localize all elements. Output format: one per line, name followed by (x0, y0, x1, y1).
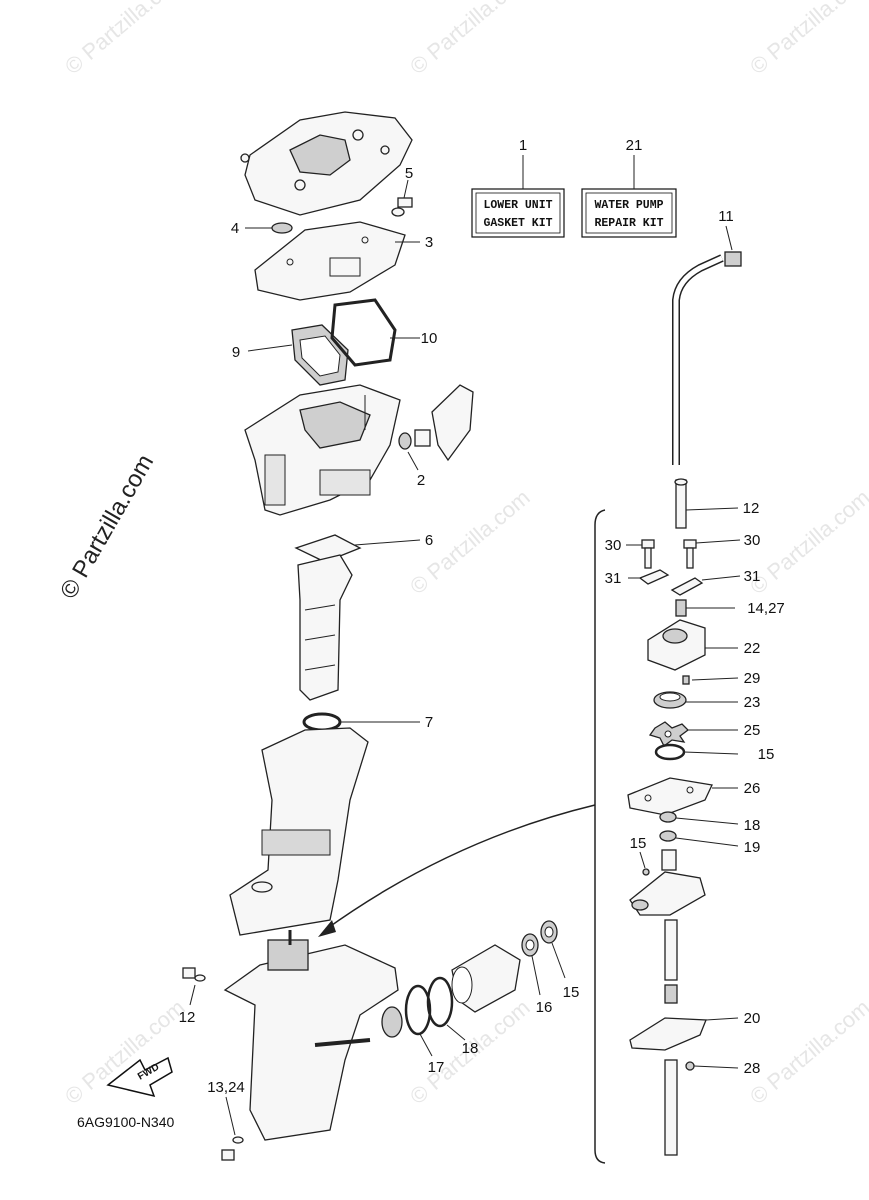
water-tube (672, 254, 724, 465)
part-8-screen[interactable]: 9 (232, 324, 349, 386)
part-12-bolt-upper[interactable]: 12 (179, 967, 206, 1026)
callout-19: 17 (428, 1059, 445, 1076)
callout-23: 23 (744, 694, 761, 711)
callout-31-left: 31 (605, 570, 622, 587)
part-13-24-seal[interactable]: 14,27 (675, 599, 785, 617)
part-18-seal-b[interactable]: 15 (540, 920, 580, 1001)
callout-28: 26 (744, 780, 761, 797)
part-22-pump-housing[interactable]: 22 (647, 619, 761, 671)
part-2-gasket[interactable]: 3 (254, 221, 433, 301)
part-28-outer-plate[interactable]: 26 (627, 777, 761, 816)
bearing (381, 1006, 403, 1038)
part-4-seal[interactable]: 4 (231, 220, 293, 237)
part-30-bolt-right[interactable]: 30 (683, 532, 761, 569)
callout-1: 1 (519, 137, 527, 154)
part-15-seal-a[interactable]: 18 (659, 811, 761, 834)
gearcase (223, 930, 399, 1141)
pump-location-arrow (324, 804, 596, 931)
callout-10: 11 (718, 208, 734, 225)
part-23-insert-cartridge[interactable]: 23 (653, 691, 761, 711)
exhaust-pipe (297, 554, 353, 701)
kit-water-pump-line1: WATER PUMP (594, 199, 663, 212)
callout-17: 15 (630, 835, 647, 852)
kit-box-lower-unit[interactable]: LOWER UNIT GASKET KIT 1 (471, 137, 565, 238)
part-17-pin[interactable]: 15 (630, 835, 650, 876)
callout-6: 6 (425, 532, 433, 549)
part-20-o-ring[interactable]: 18 (426, 976, 479, 1057)
part-31-plate-right[interactable]: 31 (670, 568, 761, 596)
kit-lower-unit-line2: GASKET KIT (483, 217, 552, 230)
callout-31-right: 31 (744, 568, 761, 585)
callout-21: 21 (626, 137, 643, 154)
kit-water-pump-line2: REPAIR KIT (594, 217, 663, 230)
part-25-impeller[interactable]: 25 (648, 721, 761, 747)
callout-25: 25 (744, 722, 761, 739)
propeller-shaft-housing (451, 944, 521, 1013)
callout-18-a: 16 (536, 999, 553, 1016)
pump-group-bracket (594, 509, 606, 1164)
part-3-seal[interactable]: 2 (398, 384, 474, 489)
part-11-bolt[interactable]: 12 (674, 478, 760, 529)
callout-7: 7 (425, 714, 433, 731)
callout-20: 18 (462, 1040, 479, 1057)
part-6-exhaust-gasket[interactable]: 6 (294, 532, 433, 563)
callout-4: 4 (231, 220, 239, 237)
drive-shaft (664, 1059, 678, 1156)
part-15-seal-b[interactable]: 19 (659, 830, 761, 856)
callout-2: 3 (425, 234, 433, 251)
callout-8: 9 (232, 344, 240, 361)
callout-3: 2 (417, 472, 425, 489)
callout-12-upper: 12 (179, 1009, 196, 1026)
part-5-bolt[interactable]: 5 (391, 165, 413, 217)
kit-box-water-pump[interactable]: WATER PUMP REPAIR KIT 21 (581, 137, 677, 238)
callout-11: 12 (743, 500, 760, 517)
part-18-seal-a[interactable]: 16 (521, 933, 553, 1016)
part-29-pin[interactable]: 29 (682, 670, 761, 687)
callout-18-b: 15 (563, 984, 580, 1001)
callout-29: 29 (744, 670, 761, 687)
part-12-bolt-lower[interactable]: 13,24 (207, 1079, 245, 1161)
callout-9: 10 (421, 330, 438, 347)
part-16-plate[interactable]: 20 (629, 1010, 761, 1051)
part-10-grommet[interactable]: 11 (718, 208, 742, 267)
part-26-ring[interactable]: 28 (685, 1060, 761, 1077)
upper-casing-plate (240, 111, 413, 216)
part-9-seal[interactable]: 10 (330, 298, 438, 367)
diagram-code: 6AG9100-N340 (77, 1114, 175, 1130)
part-7-seal[interactable]: 7 (302, 712, 433, 732)
callout-26: 28 (744, 1060, 761, 1077)
kit-lower-unit-line1: LOWER UNIT (483, 199, 552, 212)
callout-30-right: 30 (744, 532, 761, 549)
callout-15-a: 18 (744, 817, 761, 834)
callout-30-left: 30 (605, 537, 622, 554)
part-14-27-o-ring[interactable]: 15 (654, 743, 775, 763)
part-30-bolt-left[interactable]: 30 (605, 537, 655, 569)
lower-casing (229, 727, 369, 936)
callout-14-27: 15 (758, 746, 775, 763)
part-31-plate-left[interactable]: 31 (605, 569, 670, 587)
callout-5: 5 (405, 165, 413, 182)
callout-15-b: 19 (744, 839, 761, 856)
part-19-o-ring[interactable]: 17 (404, 984, 445, 1076)
fwd-arrow-icon: FWD (106, 1056, 173, 1098)
callout-12-lower: 13,24 (207, 1079, 245, 1096)
pump-base (629, 849, 706, 1004)
upper-housing (244, 384, 401, 516)
callout-16: 20 (744, 1010, 761, 1027)
callout-13-24: 14,27 (747, 600, 785, 617)
callout-22: 22 (744, 640, 761, 657)
